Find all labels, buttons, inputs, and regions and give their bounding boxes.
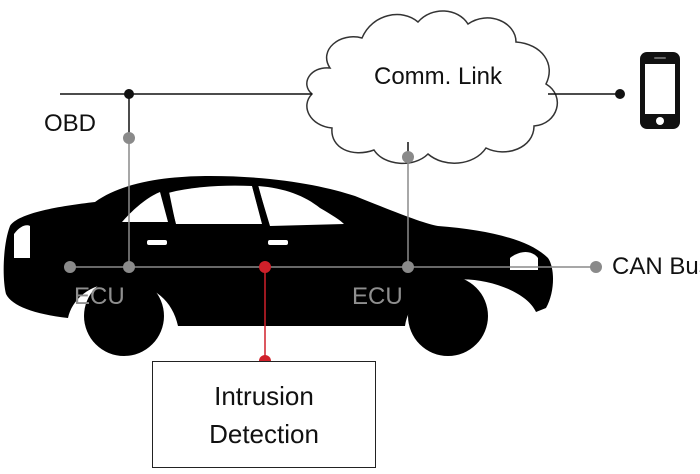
intrusion-node-top (259, 261, 271, 273)
middle-window (168, 185, 262, 224)
front-wheel (408, 276, 488, 356)
ecu-right-node (402, 261, 414, 273)
comm-lines (60, 93, 620, 157)
car-details (14, 185, 538, 270)
cloud-shape (306, 10, 558, 165)
rear-window (122, 192, 168, 222)
front-door-handle (268, 240, 288, 245)
ecu-left-label: ECU (74, 283, 125, 310)
phone-screen (645, 64, 675, 114)
gray-nodes (64, 132, 602, 273)
phone-home-button (656, 117, 664, 125)
left-end-node (64, 261, 76, 273)
intrusion-label-line1: Intrusion (214, 380, 314, 411)
obd-label: OBD (44, 110, 97, 137)
obd-node (123, 132, 135, 144)
can-lines (70, 138, 596, 268)
phone-speaker (654, 57, 666, 59)
rear-door-handle (147, 240, 167, 245)
intrusion-detection-box: Intrusion Detection (152, 361, 376, 468)
rear-wheel (84, 276, 164, 356)
phone-junction-node (615, 89, 625, 99)
car-pillars (163, 184, 269, 227)
front-window (258, 186, 344, 226)
cloud-node (402, 151, 414, 163)
c-pillar (252, 184, 269, 227)
can-bus-end-node (590, 261, 602, 273)
intrusion-label-line2: Detection (209, 418, 319, 449)
tail-light (14, 225, 30, 258)
smartphone-icon (640, 52, 680, 129)
b-pillar (163, 191, 176, 227)
headlight (510, 252, 538, 270)
ecu-left-node (123, 261, 135, 273)
ecu-right-label: ECU (352, 283, 403, 310)
obd-junction-node (124, 89, 134, 99)
cloud-label: Comm. Link (374, 63, 503, 90)
can-bus-label: CAN Bus (612, 253, 700, 280)
